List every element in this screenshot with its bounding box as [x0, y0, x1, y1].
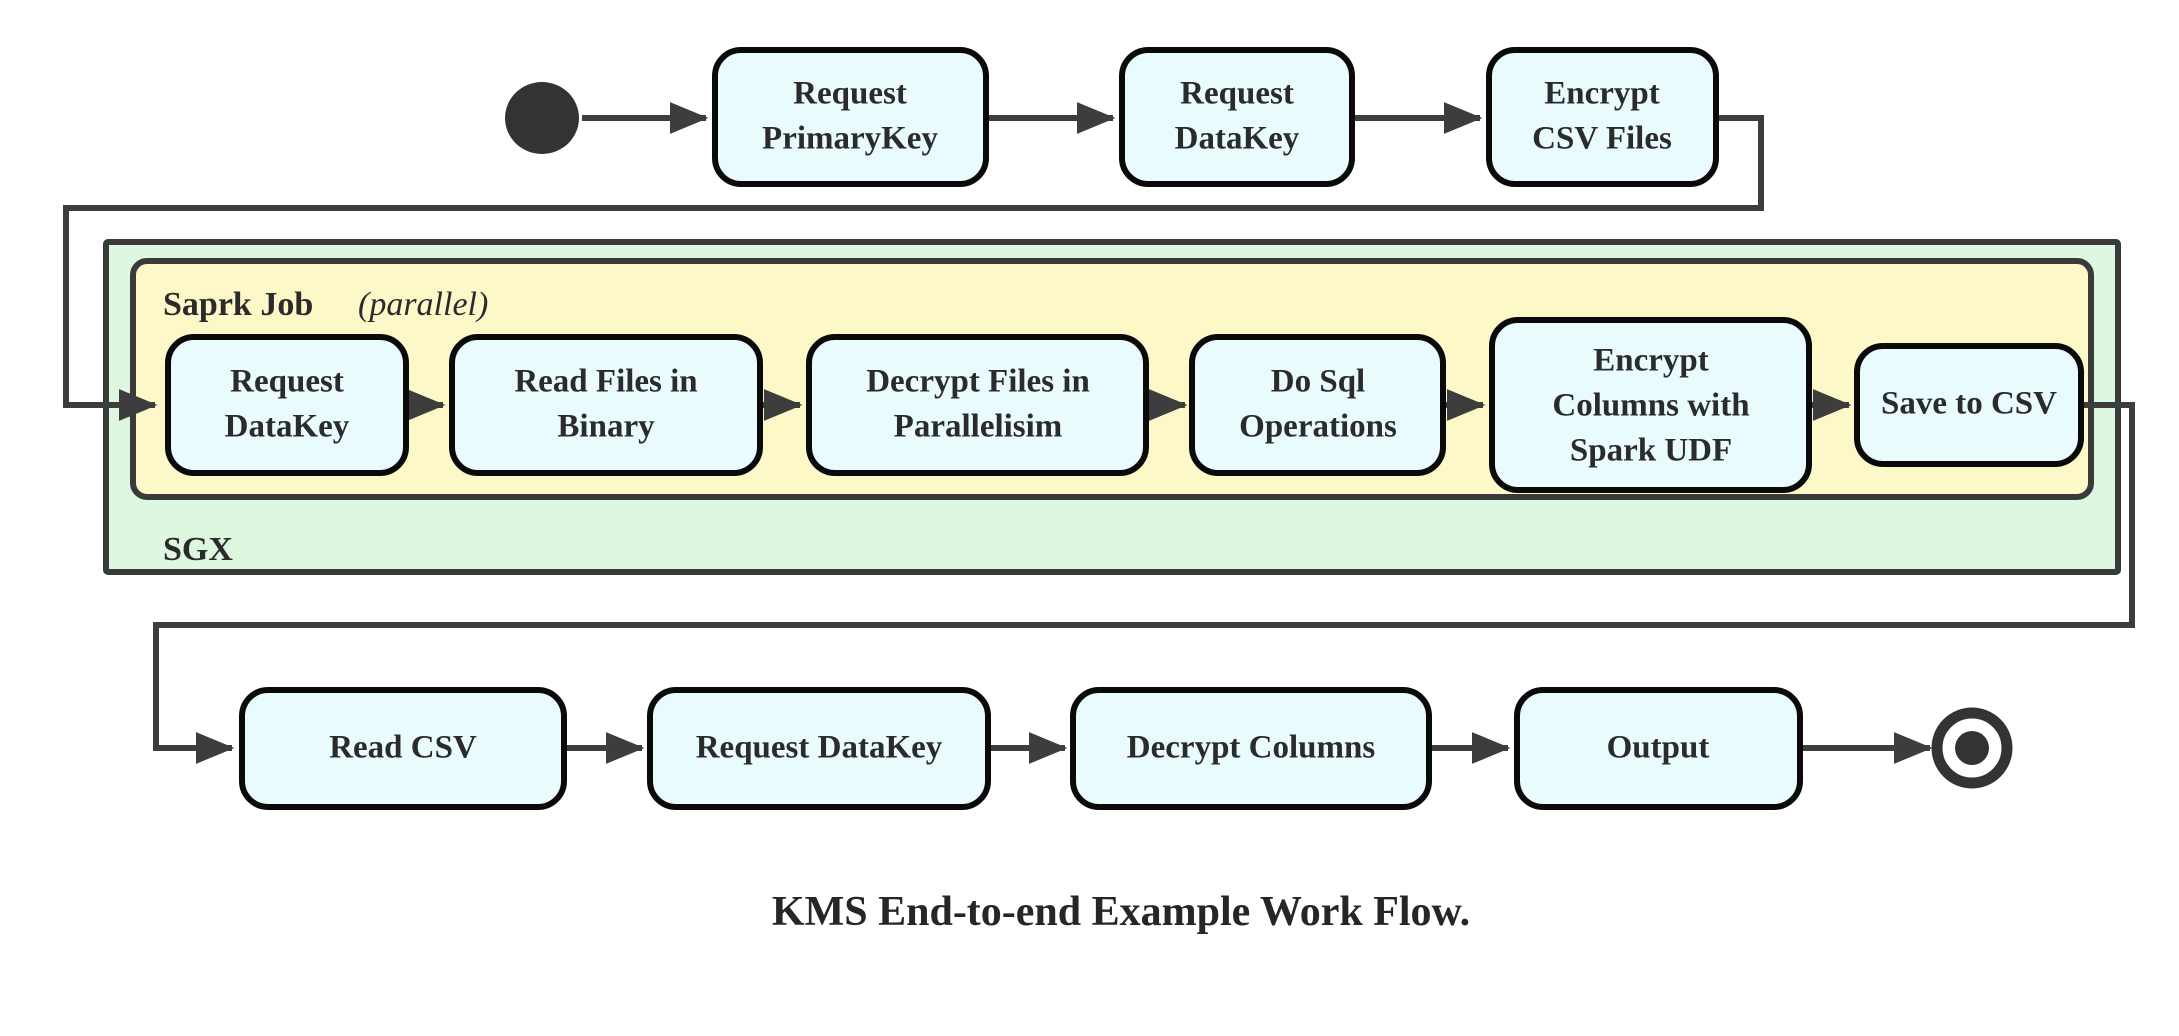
- node-encrypt-columns-udf-line3: Spark UDF: [1570, 433, 1732, 469]
- node-do-sql-operations-line2: Operations: [1239, 409, 1397, 445]
- node-request-primarykey[interactable]: Request PrimaryKey: [712, 47, 989, 187]
- node-request-datakey-out-box: [647, 687, 991, 810]
- node-read-files-in-binary-box: [449, 334, 763, 476]
- node-request-datakey-spark-box: [165, 334, 409, 476]
- node-request-primarykey-line1: Request: [793, 76, 907, 112]
- figure-caption: KMS End-to-end Example Work Flow.: [772, 889, 1470, 935]
- node-request-datakey-top-box: [1119, 47, 1355, 187]
- node-encrypt-columns-udf-line1: Encrypt: [1593, 343, 1709, 379]
- node-decrypt-files-parallel-line1: Decrypt Files in: [866, 364, 1090, 400]
- node-do-sql-operations[interactable]: Do Sql Operations: [1189, 334, 1446, 476]
- node-decrypt-files-parallel-line2: Parallelisim: [894, 409, 1063, 445]
- node-encrypt-columns-udf-box: [1489, 317, 1812, 493]
- node-encrypt-csv-files[interactable]: Encrypt CSV Files: [1486, 47, 1719, 187]
- node-save-to-csv-label: Save to CSV: [1881, 386, 2057, 422]
- end-node[interactable]: [1931, 707, 2013, 789]
- node-output-box: [1514, 687, 1803, 810]
- node-save-to-csv[interactable]: Save to CSV: [1854, 343, 2084, 467]
- node-decrypt-files-parallel-box: [806, 334, 1149, 476]
- node-read-files-in-binary[interactable]: Read Files in Binary: [449, 334, 763, 476]
- end-node-dot: [1955, 731, 1989, 765]
- node-decrypt-columns-label: Decrypt Columns: [1127, 730, 1376, 766]
- node-request-datakey-spark-line2: DataKey: [225, 409, 350, 445]
- edge-encrypt-csv-to-request-datakey-spark: [63, 115, 1764, 421]
- node-decrypt-files-parallel[interactable]: Decrypt Files in Parallelisim: [806, 334, 1149, 476]
- node-encrypt-csv-files-line2: CSV Files: [1532, 121, 1672, 157]
- node-read-csv[interactable]: Read CSV: [239, 687, 567, 810]
- node-output[interactable]: Output: [1514, 687, 1803, 810]
- node-request-primarykey-box: [712, 47, 989, 187]
- node-read-csv-label: Read CSV: [329, 730, 477, 766]
- node-output-label: Output: [1607, 730, 1710, 766]
- node-decrypt-columns[interactable]: Decrypt Columns: [1070, 687, 1432, 810]
- node-do-sql-operations-box: [1189, 334, 1446, 476]
- start-node-dot: [505, 82, 579, 154]
- node-encrypt-csv-files-box: [1486, 47, 1719, 187]
- node-read-files-in-binary-line2: Binary: [557, 409, 655, 445]
- node-do-sql-operations-line1: Do Sql: [1271, 364, 1365, 400]
- node-request-datakey-top-line1: Request: [1180, 76, 1294, 112]
- node-encrypt-columns-udf-line2: Columns with: [1552, 388, 1749, 424]
- spark-job-label-italic: (parallel): [358, 286, 488, 323]
- node-decrypt-columns-box: [1070, 687, 1432, 810]
- node-encrypt-columns-udf[interactable]: Encrypt Columns with Spark UDF: [1489, 317, 1812, 493]
- node-request-datakey-top-line2: DataKey: [1175, 121, 1300, 157]
- node-read-csv-box: [239, 687, 567, 810]
- node-request-datakey-out[interactable]: Request DataKey: [647, 687, 991, 810]
- edges-layer: [63, 102, 2135, 764]
- node-save-to-csv-box: [1854, 343, 2084, 467]
- edge-save-csv-to-read-csv: [153, 402, 2135, 764]
- node-request-datakey-spark-line1: Request: [230, 364, 344, 400]
- node-request-datakey-spark[interactable]: Request DataKey: [165, 334, 409, 476]
- spark-job-label-bold: Saprk Job: [163, 286, 313, 323]
- node-request-datakey-top[interactable]: Request DataKey: [1119, 47, 1355, 187]
- node-request-datakey-out-label: Request DataKey: [696, 730, 943, 766]
- start-node[interactable]: [505, 82, 579, 154]
- node-request-primarykey-line2: PrimaryKey: [762, 121, 938, 157]
- node-encrypt-csv-files-line1: Encrypt: [1544, 76, 1660, 112]
- node-read-files-in-binary-line1: Read Files in: [514, 364, 697, 400]
- sgx-container-label: SGX: [163, 531, 233, 568]
- end-node-ring: [1931, 707, 2013, 789]
